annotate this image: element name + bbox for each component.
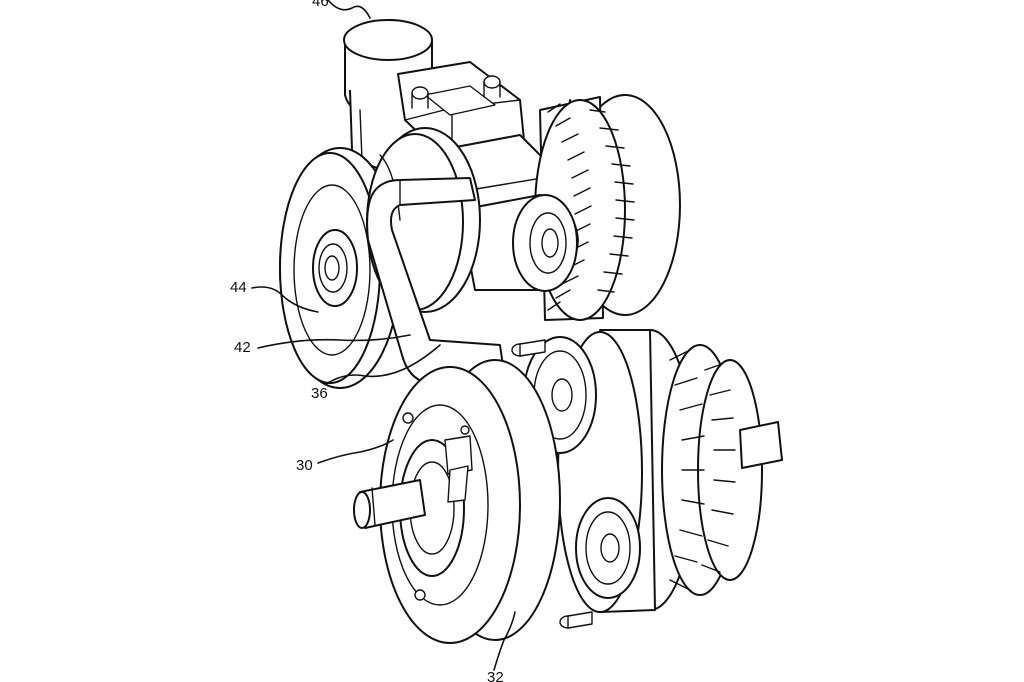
stacked-gears <box>661 344 763 596</box>
planet-gear-lower <box>575 497 641 599</box>
leader-46 <box>327 0 371 19</box>
leader-36 <box>325 344 441 385</box>
bolt-upper <box>511 339 546 357</box>
ref-label-46: 46 <box>312 0 329 10</box>
drive-shaft <box>353 479 426 529</box>
drive-pulley <box>379 359 561 644</box>
ref-label-32: 32 <box>487 669 504 682</box>
drive-belt <box>366 177 506 386</box>
idler-housing <box>459 194 579 292</box>
leader-32 <box>493 611 516 671</box>
bolt-lower <box>559 611 593 629</box>
leader-30 <box>317 439 394 464</box>
output-shaft <box>739 421 783 469</box>
sensor-clip <box>444 435 473 503</box>
ref-label-44: 44 <box>230 279 247 296</box>
leader-42 <box>257 334 411 349</box>
reference-numerals: 46 44 42 36 30 32 <box>230 0 504 682</box>
ref-label-36: 36 <box>311 385 328 402</box>
leader-lines <box>251 0 516 671</box>
leader-44 <box>251 286 319 313</box>
ref-label-42: 42 <box>234 339 251 356</box>
ref-label-30: 30 <box>296 457 313 474</box>
